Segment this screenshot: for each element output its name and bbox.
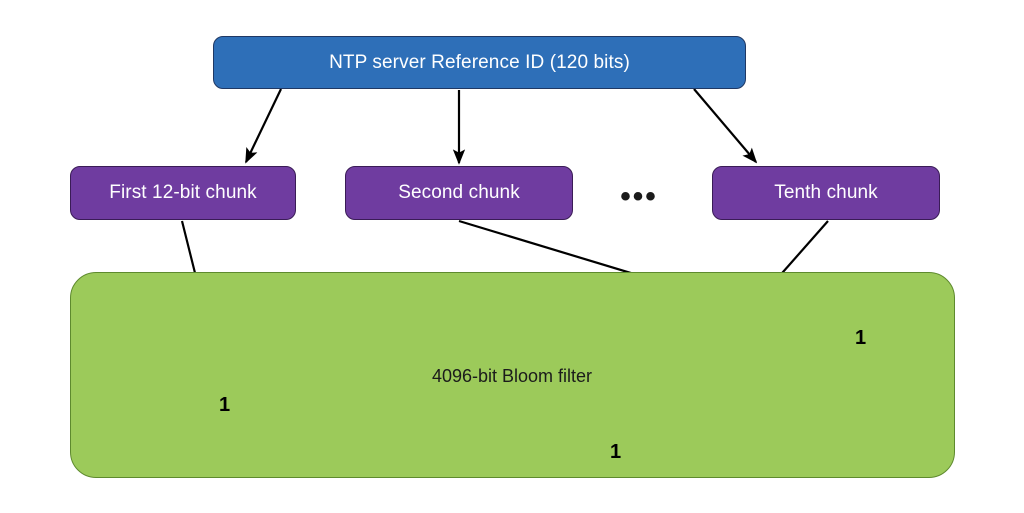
bloom-filter-label: 4096-bit Bloom filter: [431, 366, 593, 386]
bloom-filter-node[interactable]: [70, 272, 955, 478]
bit-label-tenth-chunk: 1: [610, 441, 622, 463]
ntp-reference-id-node[interactable]: NTP server Reference ID (120 bits): [213, 36, 746, 89]
first-chunk-node[interactable]: First 12-bit chunk: [70, 166, 296, 220]
ellipsis-icon: •••: [620, 180, 658, 213]
second-chunk-label: Second chunk: [398, 182, 520, 204]
arrow-refid-to-first-chunk: [245, 88, 282, 164]
second-chunk-node[interactable]: Second chunk: [345, 166, 573, 220]
arrow-refid-to-tenth-chunk: [693, 88, 758, 164]
tenth-chunk-label: Tenth chunk: [774, 182, 878, 204]
tenth-chunk-node[interactable]: Tenth chunk: [712, 166, 940, 220]
ntp-reference-id-label: NTP server Reference ID (120 bits): [329, 51, 630, 73]
bit-label-second-chunk: 1: [855, 327, 867, 349]
first-chunk-label: First 12-bit chunk: [109, 182, 257, 204]
bit-label-first-chunk: 1: [219, 394, 231, 416]
